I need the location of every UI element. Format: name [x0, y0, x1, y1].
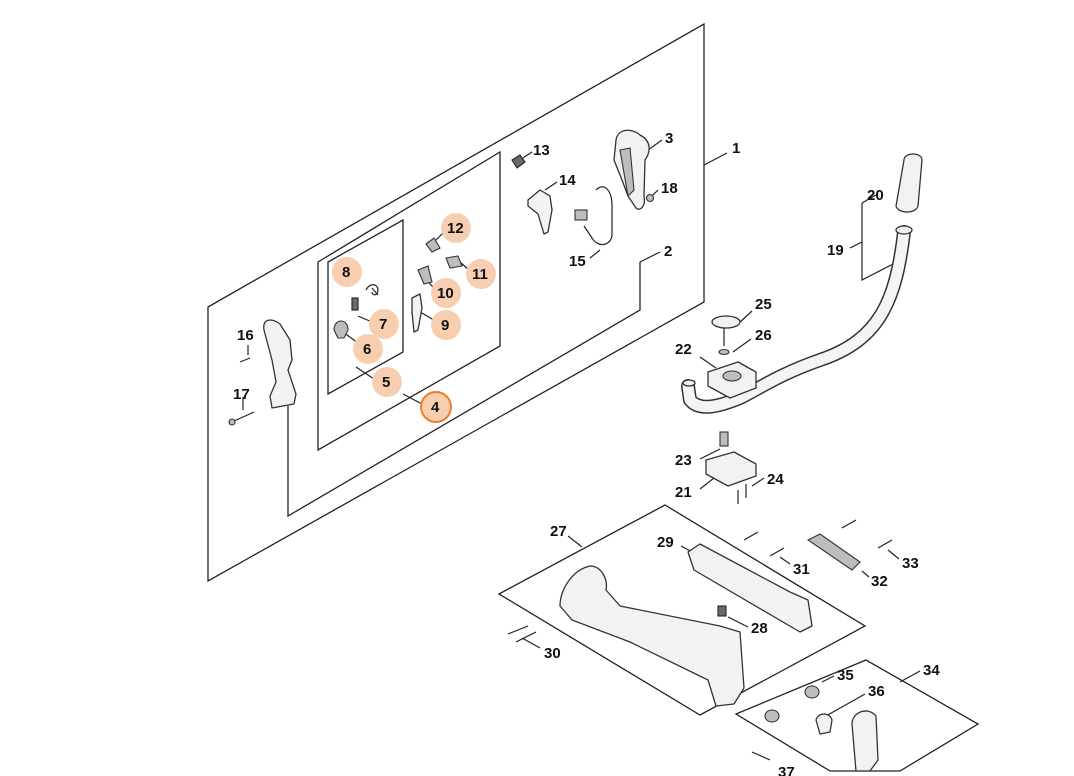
part-labels: 1 2 3 4 5 6 7 8 9 10 11 12 13 14 15 16 1… [233, 130, 940, 776]
part-27-main-housing [559, 565, 745, 707]
part-8-spring [365, 284, 379, 296]
label-37[interactable]: 37 [778, 764, 795, 776]
label-1[interactable]: 1 [732, 140, 740, 157]
highlight-12[interactable] [441, 213, 471, 243]
label-33[interactable]: 33 [902, 555, 919, 572]
label-23[interactable]: 23 [675, 452, 692, 469]
leader-lines [242, 139, 921, 717]
part-32-strip [806, 533, 861, 571]
part-28-bushing [717, 605, 727, 617]
part-14-lever [527, 189, 553, 235]
label-16[interactable]: 16 [237, 327, 254, 344]
part-12-part [425, 237, 441, 253]
label-17[interactable]: 17 [233, 386, 250, 403]
part-7-spring [351, 297, 359, 311]
part-20-grip [895, 153, 923, 213]
label-28[interactable]: 28 [751, 620, 768, 637]
label-11[interactable]: 11 [472, 266, 488, 283]
part-15-cable [583, 186, 613, 246]
part-26-washer [718, 348, 730, 356]
part-21-clamp-base [705, 451, 757, 487]
label-21[interactable]: 21 [675, 484, 692, 501]
part-33-screw [841, 519, 857, 529]
label-5[interactable]: 5 [382, 374, 390, 391]
label-22[interactable]: 22 [675, 341, 692, 358]
label-25[interactable]: 25 [755, 296, 772, 313]
part-16-screw [239, 357, 251, 363]
highlight-8[interactable] [332, 257, 362, 287]
label-19[interactable]: 19 [827, 242, 844, 259]
label-9[interactable]: 9 [441, 317, 449, 334]
frame-assembly-27 [497, 504, 867, 716]
frame-assembly-4 [317, 150, 501, 452]
label-36[interactable]: 36 [868, 683, 885, 700]
label-24[interactable]: 24 [767, 471, 784, 488]
highlight-11[interactable] [466, 259, 496, 289]
part-9-lever [411, 293, 423, 333]
label-10[interactable]: 10 [437, 285, 454, 302]
label-30[interactable]: 30 [544, 645, 561, 662]
highlight-6[interactable] [353, 334, 383, 364]
label-35[interactable]: 35 [837, 667, 854, 684]
label-2[interactable]: 2 [664, 243, 672, 260]
selected-4[interactable] [420, 391, 452, 423]
label-13[interactable]: 13 [533, 142, 550, 159]
label-3[interactable]: 3 [665, 130, 673, 147]
part-35-bushing [804, 685, 820, 699]
label-27[interactable]: 27 [550, 523, 567, 540]
highlight-7[interactable] [369, 309, 399, 339]
frame-assembly-1 [207, 22, 705, 583]
part-29-side-cover [687, 543, 813, 633]
part-17-screw [231, 411, 255, 423]
highlight-markers [332, 213, 496, 423]
label-12[interactable]: 12 [447, 220, 464, 237]
part-11-part [445, 255, 463, 269]
part-31-screw [743, 531, 759, 541]
highlight-10[interactable] [431, 278, 461, 308]
highlight-9[interactable] [431, 310, 461, 340]
label-6[interactable]: 6 [363, 341, 371, 358]
label-18[interactable]: 18 [661, 180, 678, 197]
part-36-clip [815, 713, 833, 735]
label-29[interactable]: 29 [657, 534, 674, 551]
handle-housing-left [263, 319, 297, 409]
part-37-screw [751, 751, 771, 761]
part-23-spring [719, 431, 729, 447]
part-30-screw [507, 625, 529, 635]
label-26[interactable]: 26 [755, 327, 772, 344]
label-15[interactable]: 15 [569, 253, 586, 270]
assembly-frames [207, 22, 980, 772]
frame-assembly-34 [734, 659, 980, 772]
part-34-handle [851, 710, 879, 772]
part-25-knob [711, 315, 741, 329]
label-20[interactable]: 20 [867, 187, 884, 204]
label-32[interactable]: 32 [871, 573, 888, 590]
label-31[interactable]: 31 [793, 561, 810, 578]
frame-assembly-5 [327, 218, 404, 396]
label-14[interactable]: 14 [559, 172, 576, 189]
label-34[interactable]: 34 [923, 662, 940, 679]
label-8[interactable]: 8 [342, 264, 350, 281]
part-18-screw [645, 193, 655, 203]
part-6-spring [333, 320, 349, 339]
label-7[interactable]: 7 [379, 316, 387, 333]
label-4[interactable]: 4 [431, 399, 440, 416]
highlight-5[interactable] [372, 367, 402, 397]
part-10-part [417, 265, 433, 285]
part-13-clip [511, 154, 526, 169]
parts [228, 129, 923, 772]
frame-assembly-2 [287, 262, 641, 518]
